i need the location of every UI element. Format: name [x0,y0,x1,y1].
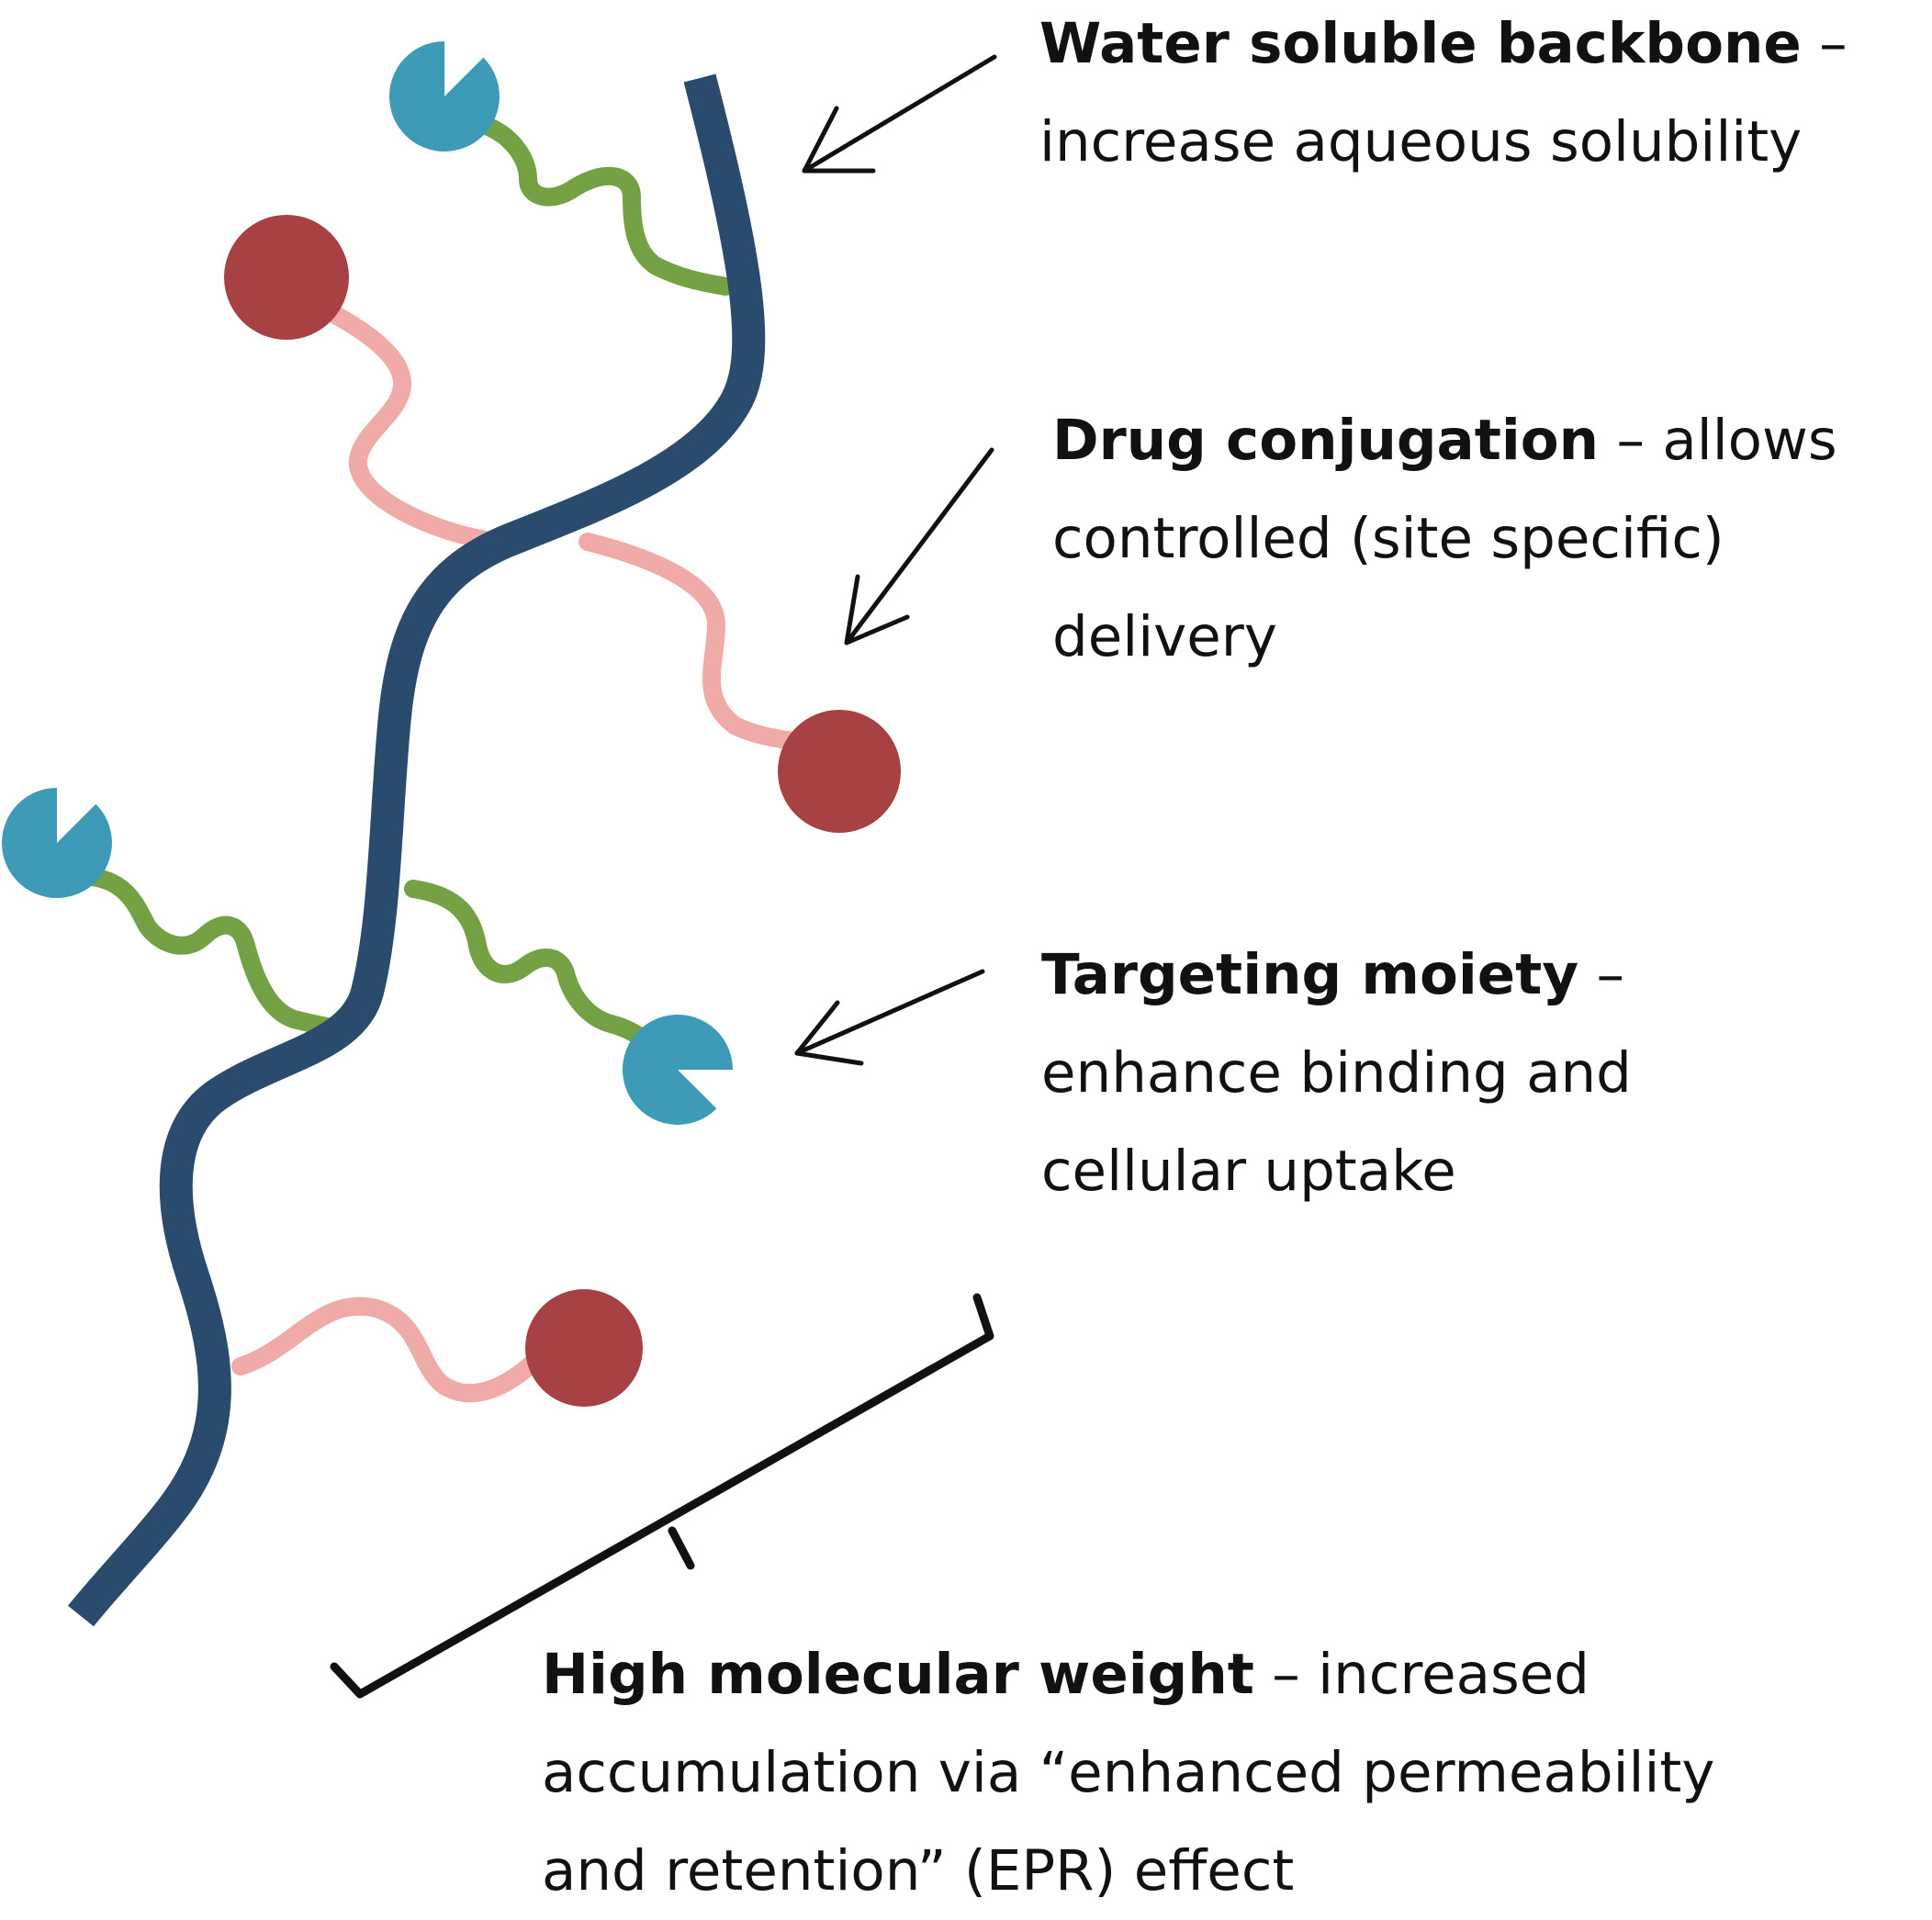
drug-linker-3 [231,1297,551,1403]
arrowhead-icon [844,574,910,646]
label-targeting-moiety: Targeting moiety – enhance binding and c… [1041,926,1632,1220]
label-title: Drug conjugation [1052,408,1600,473]
label-description: and retention” (EPR) effect [542,1838,1295,1903]
drug-icon [224,215,349,340]
label-description: – increased [1253,1642,1590,1707]
targeting-moiety-icon [388,40,500,152]
molecular-weight-bracket-icon [330,1293,994,1699]
label-description: accumulation via “enhanced permeability [542,1740,1715,1805]
arrowhead-icon [794,1000,864,1066]
targeting-moiety-icon [1,788,112,898]
arrow-backbone [802,54,997,174]
arrow-drug [844,447,994,646]
label-dash: – [1801,11,1848,76]
targeting-moiety-icon [623,1014,733,1125]
label-title: Water soluble backbone [1039,11,1802,76]
label-description: delivery [1052,604,1277,669]
label-title: Targeting moiety [1041,942,1579,1007]
arrow-targeting [794,969,985,1056]
drug-linker-2 [578,533,817,753]
label-dash: – [1578,942,1624,1007]
targeting-linker-3 [404,880,661,1056]
targeting-linker-1 [479,118,735,296]
label-description: – allows [1599,408,1837,473]
drug-icon [778,710,901,833]
arrowhead-icon [802,106,876,174]
label-description: increase aqueous solubility [1039,109,1803,174]
label-description: enhance binding and [1041,1040,1632,1106]
label-title: High molecular weight [542,1642,1254,1707]
label-high-molecular-weight: High molecular weight – increased accumu… [542,1625,1714,1920]
label-water-soluble-backbone: Water soluble backbone – increase aqueou… [1039,0,1848,191]
polymer-backbone [67,73,766,1627]
drug-linker-1 [312,298,505,551]
label-drug-conjugation: Drug conjugation – allows controlled (si… [1052,391,1837,686]
targeting-linker-2 [83,868,344,1038]
label-description: cellular uptake [1041,1139,1456,1204]
label-description: controlled (site specific) [1052,506,1724,571]
drug-icon [525,1289,643,1407]
